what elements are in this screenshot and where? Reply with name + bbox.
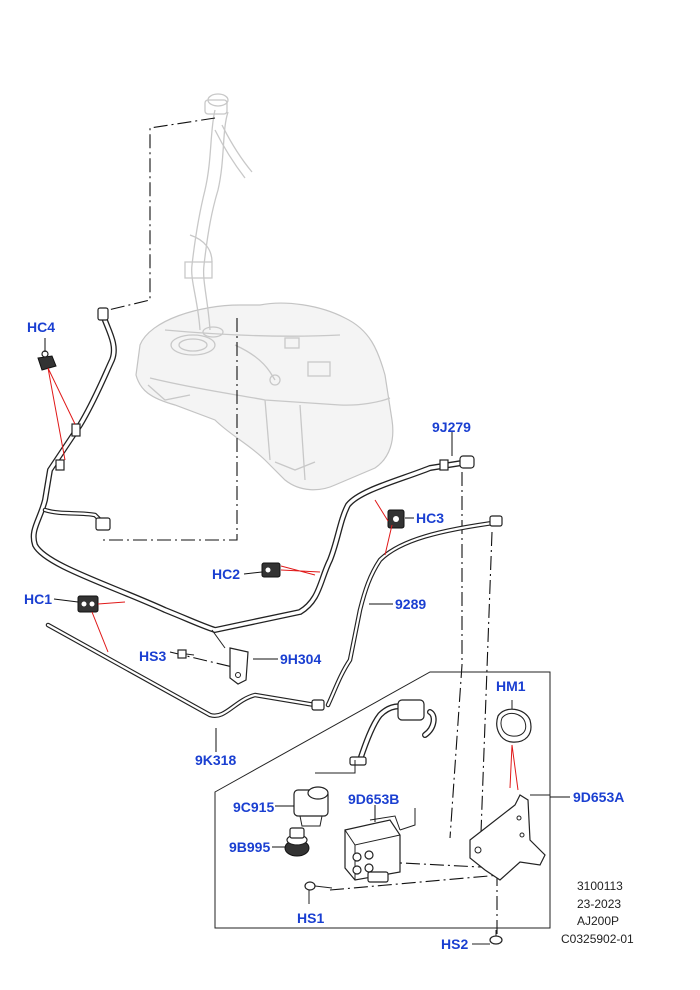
callout-9d653b: 9D653B (348, 791, 399, 807)
callout-hs1: HS1 (297, 910, 324, 926)
callout-9h304: 9H304 (280, 651, 321, 667)
callout-9d653a: 9D653A (573, 789, 624, 805)
breather-hose (349, 699, 437, 766)
screw-hs3 (177, 649, 195, 659)
callout-9b995: 9B995 (229, 839, 270, 855)
clip-hc1 (77, 595, 99, 613)
evap-assembly-frame (214, 671, 551, 929)
fuel-tank-ghost (135, 93, 394, 491)
callout-hc3: HC3 (416, 510, 444, 526)
filter-9b995 (284, 827, 310, 857)
leader-lines (44, 338, 570, 848)
fuel-pipe-9289 (325, 515, 503, 708)
callout-hc4: HC4 (27, 319, 55, 335)
code-line-4: C0325902-01 (561, 932, 634, 946)
callout-hm1: HM1 (496, 678, 526, 694)
reference-codes: 3100113 23-2023 AJ200P C0325902-01 (561, 879, 634, 946)
screw-hs1 (304, 881, 333, 904)
evap-canister-9d653b (344, 808, 416, 883)
seal-hm1 (496, 700, 532, 743)
clip-hc3 (387, 509, 405, 529)
code-line-3: AJ200P (577, 914, 619, 928)
canister-bracket-9d653a (469, 794, 550, 881)
code-line-1: 3100113 (577, 879, 623, 893)
callout-9j279: 9J279 (432, 419, 471, 435)
callout-9k318: 9K318 (195, 752, 236, 768)
code-line-2: 23-2023 (577, 897, 621, 911)
fuel-pipe-9k318 (45, 622, 325, 719)
callout-hc2: HC2 (212, 566, 240, 582)
callout-hs2: HS2 (441, 936, 468, 952)
clip-hc2 (261, 562, 281, 578)
purge-valve-9c915 (293, 760, 356, 827)
callout-hs3: HS3 (139, 648, 166, 664)
screw-hs2 (472, 930, 503, 945)
callout-hc1: HC1 (24, 591, 52, 607)
callout-9c915: 9C915 (233, 799, 274, 815)
callout-labels: HC4 9J279 HC3 HC2 HC1 9289 HS3 9H304 HM1… (24, 319, 624, 952)
main-fuel-pipe (30, 307, 475, 633)
bracket-9h304 (211, 629, 249, 685)
callout-9289: 9289 (395, 596, 426, 612)
clip-hc4 (37, 350, 57, 371)
